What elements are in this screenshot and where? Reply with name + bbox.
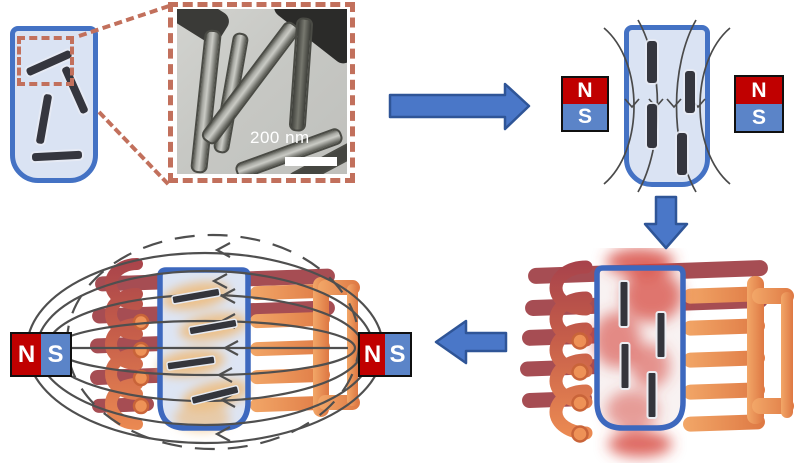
nanorod xyxy=(685,71,695,113)
zoom-source-box xyxy=(17,36,74,86)
panel-magnetic-alignment xyxy=(560,0,794,200)
nanorod xyxy=(619,342,631,390)
arrow-left-icon xyxy=(434,319,508,365)
nanorod xyxy=(171,287,221,305)
alignment-magnet-left: N S xyxy=(561,76,609,132)
nanorod xyxy=(655,311,667,359)
heating-vial-border xyxy=(594,265,686,431)
tem-image: 200 nm xyxy=(177,9,347,174)
north-pole: N xyxy=(563,78,607,104)
nanorod xyxy=(677,133,687,175)
north-pole: N xyxy=(360,334,385,375)
tem-scale-bar xyxy=(285,157,337,166)
alignment-vial xyxy=(624,25,710,187)
north-pole: N xyxy=(12,334,41,375)
bias-magnet-right: N S xyxy=(358,332,412,377)
tem-scale-label: 200 nm xyxy=(250,128,310,147)
nanorod xyxy=(647,104,657,148)
magnetic-field-lines xyxy=(603,19,731,193)
arrow-down-icon xyxy=(643,195,689,250)
north-pole: N xyxy=(736,77,782,104)
panel-induction-heating xyxy=(520,248,794,457)
zoom-connector-bottom xyxy=(97,110,170,186)
nanorods-heating xyxy=(618,280,667,419)
nanorod xyxy=(618,280,630,328)
alignment-magnet-right: N S xyxy=(734,75,784,133)
bias-magnet-left: N S xyxy=(10,332,72,377)
south-pole: S xyxy=(385,334,410,375)
south-pole: S xyxy=(41,334,70,375)
tem-frame xyxy=(168,2,355,183)
arrow-right-icon xyxy=(388,82,531,131)
south-pole: S xyxy=(563,104,607,130)
nanorods-aligned xyxy=(166,287,240,406)
aligned-vial-border xyxy=(157,267,251,431)
south-pole: S xyxy=(736,104,782,131)
nanorod xyxy=(646,371,658,419)
panel-sample: 200 nm xyxy=(0,0,400,200)
zoom-connector-top xyxy=(78,4,170,38)
nanorod xyxy=(166,355,216,371)
nanorod xyxy=(190,384,240,406)
panel-aligned-heating xyxy=(25,233,385,451)
nanorod xyxy=(188,318,238,336)
nanorod xyxy=(647,41,657,83)
